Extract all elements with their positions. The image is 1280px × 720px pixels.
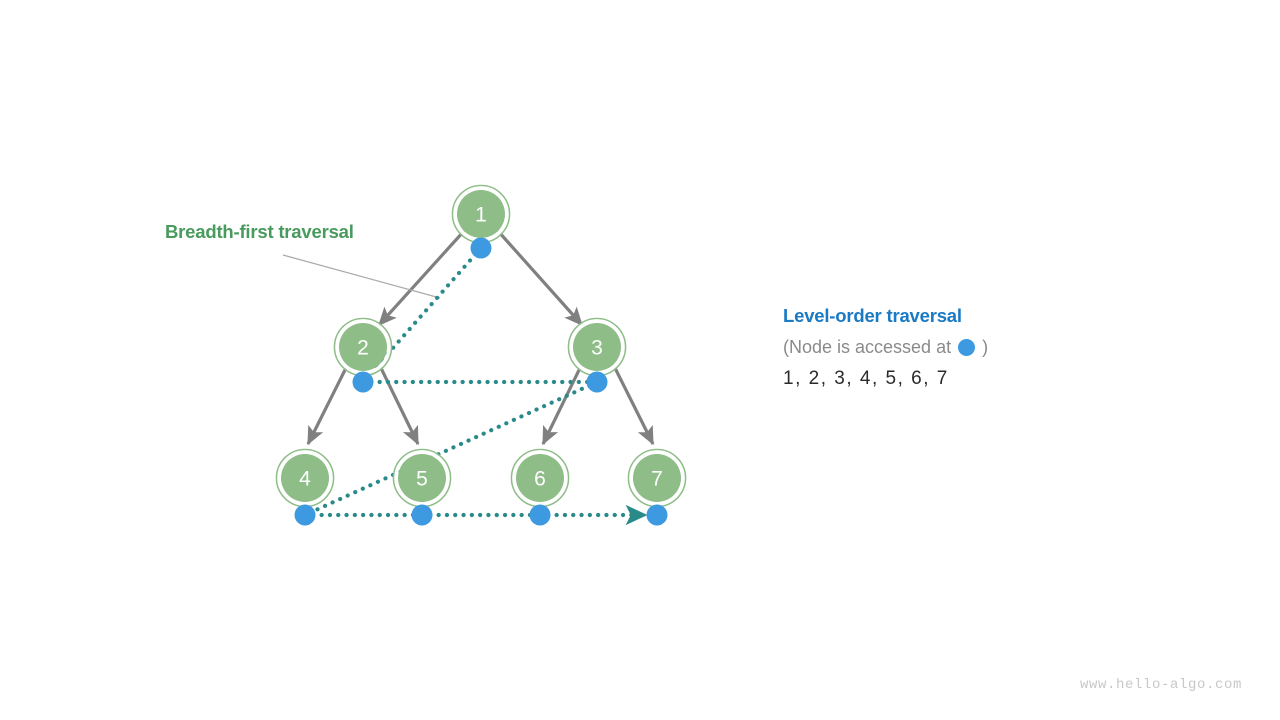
access-dot-node-5[interactable]: [411, 504, 433, 526]
panel-subtitle: (Node is accessed at ): [783, 337, 1203, 358]
tree-node-7[interactable]: 7: [627, 448, 687, 508]
node-label: 2: [357, 337, 369, 360]
access-dot-node-4[interactable]: [294, 504, 316, 526]
bfs-leader-line: [282, 254, 441, 299]
panel-subtitle-suffix: ): [982, 337, 989, 357]
edge-3-7: [612, 365, 655, 446]
node-inner-ring: [512, 450, 568, 506]
access-dot-node-6[interactable]: [529, 504, 551, 526]
node-label: 1: [475, 204, 487, 227]
node-circle: [573, 323, 621, 371]
tree-node-3[interactable]: 3: [567, 317, 627, 377]
edge-2-4: [306, 365, 349, 446]
access-dot-node-3[interactable]: [586, 371, 608, 393]
traversal-seg-3-4: [302, 379, 600, 518]
access-dots: [294, 237, 668, 526]
node-label: 7: [651, 468, 663, 491]
node-circle: [281, 454, 329, 502]
node-circle: [633, 454, 681, 502]
node-inner-ring: [394, 450, 450, 506]
traversal-sequence: 1, 2, 3, 4, 5, 6, 7: [783, 368, 949, 389]
node-circle: [398, 454, 446, 502]
tree-node-2[interactable]: 2: [333, 317, 393, 377]
node-circle: [516, 454, 564, 502]
tree-node-5[interactable]: 5: [392, 448, 452, 508]
tree-edges: [306, 229, 655, 446]
node-circle: [339, 323, 387, 371]
node-circle: [457, 190, 505, 238]
watermark: www.hello-algo.com: [1079, 677, 1242, 693]
edge-2-5: [378, 365, 420, 446]
edge-1-3: [496, 229, 584, 327]
panel-subtitle-prefix: (Node is accessed at: [783, 337, 952, 357]
panel-title: Level-order traversal: [783, 305, 962, 326]
access-dot-node-7[interactable]: [646, 504, 668, 526]
access-dot-node-1[interactable]: [470, 237, 492, 259]
node-inner-ring: [277, 450, 333, 506]
edge-1-2: [377, 229, 466, 327]
access-dot-node-2[interactable]: [352, 371, 374, 393]
access-dot-legend-icon: [958, 339, 976, 356]
node-label: 6: [534, 468, 546, 491]
tree-node-1[interactable]: 1: [451, 184, 511, 244]
tree-node-4[interactable]: 4: [275, 448, 335, 508]
edge-3-6: [541, 365, 583, 446]
node-label: 3: [591, 337, 603, 360]
node-inner-ring: [629, 450, 685, 506]
tree-node-6[interactable]: 6: [510, 448, 570, 508]
bfs-annotation-label: Breadth-first traversal: [165, 221, 354, 242]
node-label: 4: [299, 468, 311, 491]
node-label: 5: [416, 468, 428, 491]
level-order-panel: Level-order traversal (Node is accessed …: [783, 305, 1203, 390]
